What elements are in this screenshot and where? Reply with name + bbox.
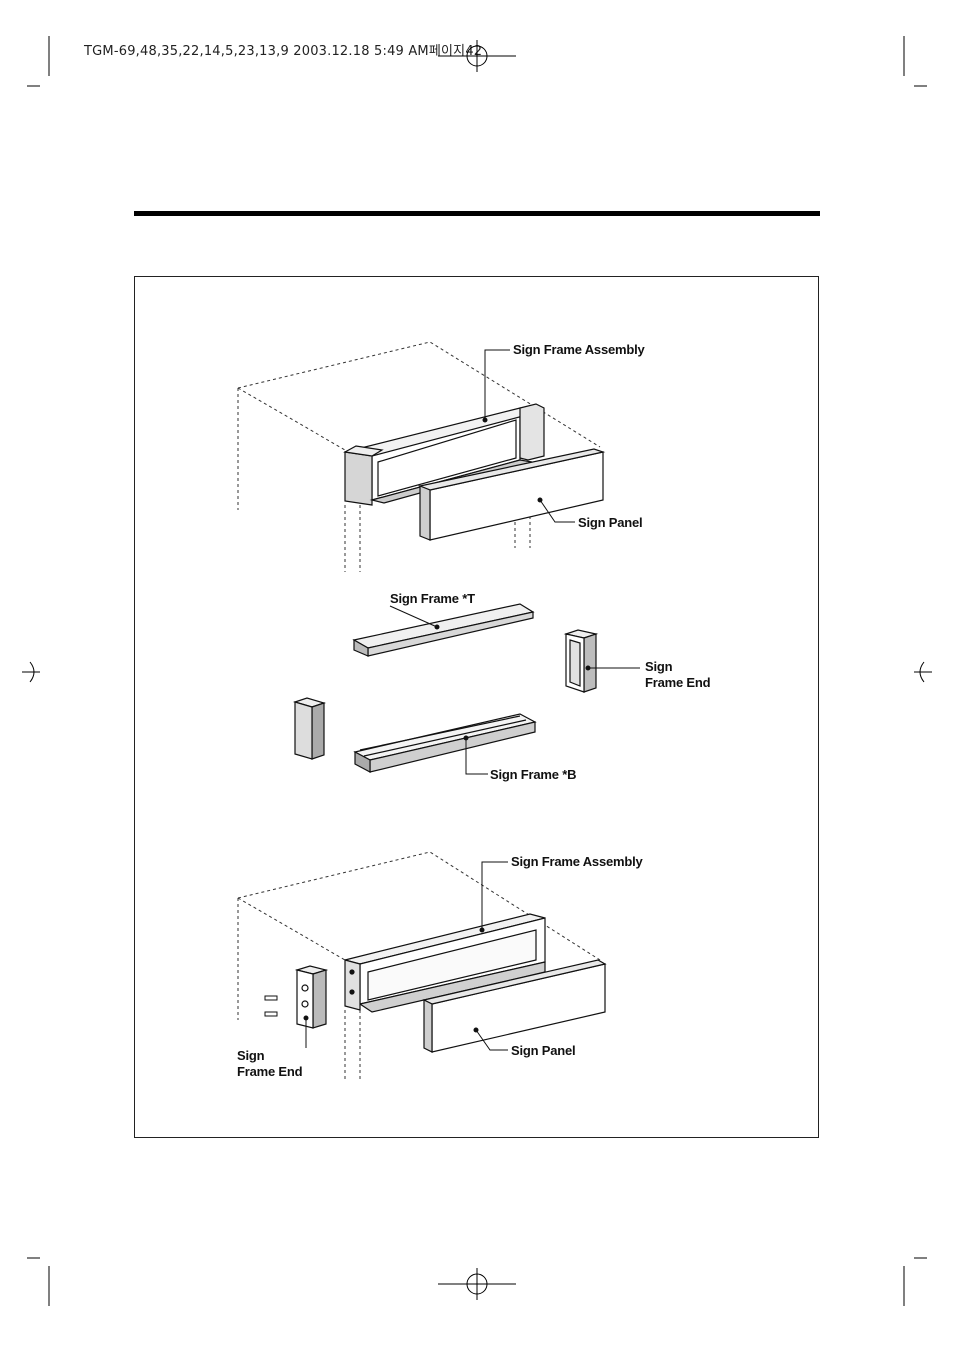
screws xyxy=(264,995,278,1017)
bottom-sign-frame-end-label-2: Frame End xyxy=(237,1064,303,1079)
sign-frame-t-part xyxy=(352,603,535,657)
sign-frame-end-left-part xyxy=(292,697,327,760)
print-slug: TGM-69,48,35,22,14,5,23,13,9 2003.12.18 … xyxy=(84,44,483,59)
top-sign-panel xyxy=(417,448,606,541)
bottom-sign-frame-assembly-label: Sign Frame Assembly xyxy=(511,854,643,869)
sign-frame-b-label: Sign Frame *B xyxy=(490,767,577,782)
sign-frame-end-right-part xyxy=(563,629,599,693)
bottom-sign-panel-label: Sign Panel xyxy=(511,1043,576,1058)
sign-frame-b-part xyxy=(353,713,537,773)
bottom-sign-frame-end-part xyxy=(294,965,329,1029)
bottom-sign-frame-assembly xyxy=(344,913,546,1013)
section-rule xyxy=(134,211,820,216)
bottom-sign-frame-end-label-1: Sign xyxy=(237,1048,265,1063)
sign-frame-end-right-label-1: Sign xyxy=(645,659,673,674)
top-sign-frame-assembly-label: Sign Frame Assembly xyxy=(513,342,645,357)
figure-frame xyxy=(134,276,819,1138)
sign-frame-t-label: Sign Frame *T xyxy=(390,591,475,606)
sign-frame-end-right-label-2: Frame End xyxy=(645,675,711,690)
top-sign-panel-label: Sign Panel xyxy=(578,515,643,530)
